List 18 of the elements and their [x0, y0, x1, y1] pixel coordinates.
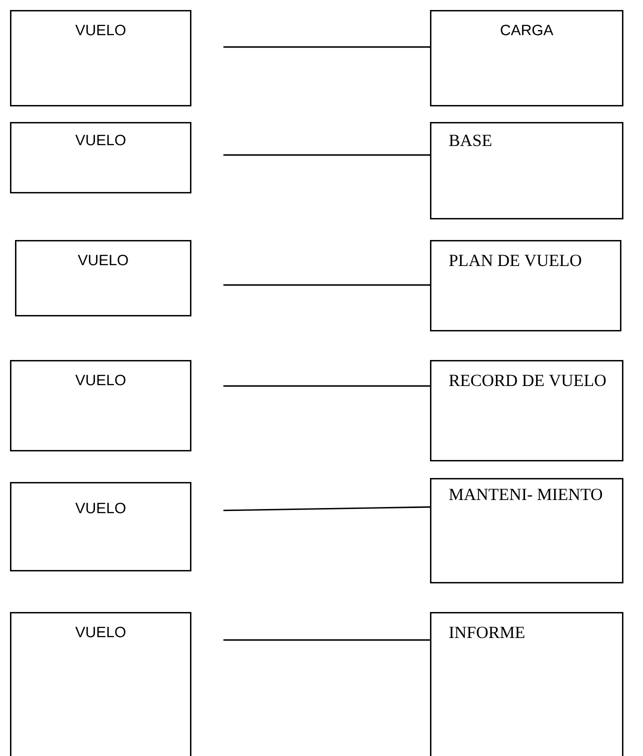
- box: RECORD DE VUELO: [430, 360, 624, 462]
- connector-line: [223, 46, 430, 48]
- connector-line: [223, 506, 430, 512]
- box: INFORME: [430, 612, 624, 756]
- connector-line: [223, 154, 430, 156]
- connector-line: [223, 639, 430, 641]
- box: PLAN DE VUELO: [430, 240, 622, 332]
- box: VUELO: [10, 612, 192, 756]
- box: VUELO: [15, 240, 192, 316]
- box: VUELO: [10, 482, 192, 572]
- box: VUELO: [10, 10, 192, 106]
- connector-line: [223, 284, 430, 286]
- box: MANTENI- MIENTO: [430, 478, 624, 584]
- box: BASE: [430, 122, 624, 220]
- box: VUELO: [10, 122, 192, 194]
- box: CARGA: [430, 10, 624, 106]
- box: VUELO: [10, 360, 192, 452]
- connector-line: [223, 385, 430, 387]
